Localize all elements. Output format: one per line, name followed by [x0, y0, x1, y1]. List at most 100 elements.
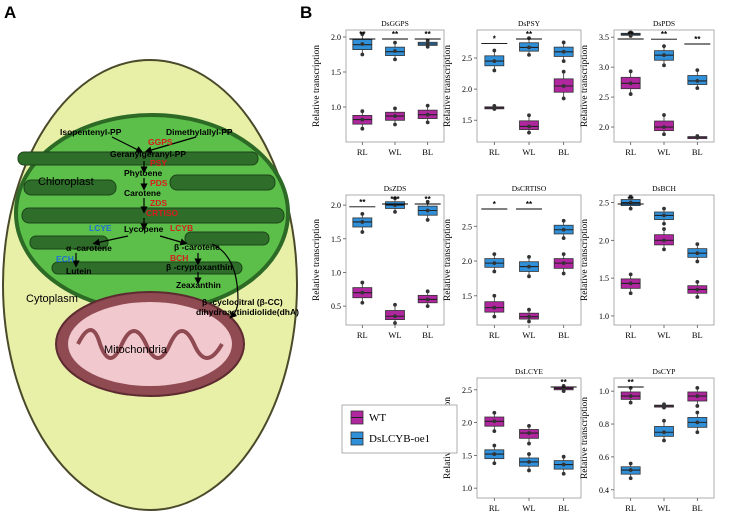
- data-point: [360, 52, 365, 57]
- significance-label: **: [661, 30, 668, 39]
- crtiso-label: CRTISO: [146, 208, 179, 218]
- data-point: [695, 242, 700, 247]
- data-point: [527, 254, 531, 259]
- data-point: [628, 194, 633, 199]
- y-tick-label: 1.0: [331, 268, 341, 277]
- phytoene-label: Phytoene: [124, 168, 163, 178]
- data-point: [561, 84, 566, 88]
- data-point: [628, 92, 633, 96]
- data-point: [360, 42, 365, 46]
- y-tick-label: 1.5: [331, 68, 341, 77]
- significance-label: **: [359, 198, 366, 207]
- data-point: [492, 104, 497, 108]
- data-point: [527, 274, 531, 279]
- x-tick-label: RL: [489, 330, 500, 340]
- data-point: [393, 114, 397, 118]
- x-tick-label: RL: [625, 147, 636, 157]
- data-point: [425, 289, 430, 294]
- significance-label: **: [628, 378, 635, 387]
- cytoplasm-label: Cytoplasm: [26, 293, 78, 305]
- x-tick-label: WL: [657, 330, 670, 340]
- data-point: [561, 236, 566, 241]
- data-point: [628, 476, 633, 481]
- data-point: [527, 52, 531, 57]
- y-tick-label: 2.5: [599, 199, 609, 208]
- y-axis-label: Relative transcription: [312, 219, 322, 301]
- data-point: [393, 302, 397, 307]
- y-axis-label: Relative transcription: [580, 397, 590, 479]
- data-point: [695, 86, 700, 90]
- data-point: [492, 429, 497, 434]
- data-point: [492, 452, 497, 456]
- data-point: [492, 443, 497, 448]
- data-point: [492, 261, 497, 266]
- significance-label: **: [526, 200, 533, 209]
- y-tick-label: 1.5: [462, 451, 472, 460]
- x-tick-label: WL: [522, 503, 535, 513]
- data-point: [628, 69, 633, 74]
- data-point: [360, 220, 365, 224]
- data-point: [695, 79, 700, 83]
- y-axis-label: Relative transcription: [443, 219, 453, 301]
- data-point: [527, 130, 531, 135]
- chloroplast-label: Chloroplast: [38, 176, 94, 188]
- x-tick-label: BL: [692, 503, 703, 513]
- data-point: [527, 307, 531, 312]
- pathway-text: Isopentenyl-PP Dimethylallyl-PP GGPS Ger…: [56, 127, 299, 317]
- x-tick-label: RL: [489, 503, 500, 513]
- data-point: [561, 471, 566, 476]
- data-point: [662, 125, 666, 129]
- data-point: [492, 314, 497, 319]
- x-tick-label: RL: [625, 503, 636, 513]
- plot-title: DsGGPS: [381, 19, 409, 28]
- data-point: [492, 269, 497, 274]
- data-point: [360, 109, 365, 114]
- x-tick-label: BL: [558, 503, 569, 513]
- y-tick-label: 1.5: [462, 116, 472, 125]
- x-tick-label: WL: [388, 147, 401, 157]
- data-point: [695, 134, 700, 138]
- data-point: [628, 200, 633, 205]
- geranylgeranyl-label: Geranylgeranyl-PP: [110, 149, 186, 159]
- data-point: [527, 319, 531, 324]
- data-point: [561, 252, 566, 256]
- data-point: [662, 430, 666, 435]
- y-tick-label: 1.5: [331, 235, 341, 244]
- data-point: [561, 40, 566, 45]
- y-tick-label: 1.5: [599, 274, 609, 283]
- lycopene-label: Lycopene: [124, 224, 164, 234]
- data-point: [561, 386, 566, 391]
- psy-label: PSY: [150, 158, 167, 168]
- ech-label: ECH: [56, 254, 74, 264]
- beta-carotene-label: β -carotene: [174, 242, 220, 252]
- data-point: [527, 45, 531, 50]
- significance-label: **: [561, 378, 568, 387]
- bch-label: BCH: [170, 253, 188, 263]
- lcye-label: LCYE: [89, 223, 112, 233]
- data-point: [527, 431, 531, 435]
- y-axis-label: Relative transcription: [312, 45, 322, 127]
- y-tick-label: 1.0: [331, 103, 341, 112]
- data-point: [527, 314, 531, 319]
- y-tick-label: 2.0: [462, 257, 472, 266]
- significance-label: *: [493, 200, 497, 209]
- data-point: [393, 40, 397, 45]
- data-point: [425, 42, 430, 46]
- y-tick-label: 0.6: [599, 453, 609, 462]
- data-point: [561, 218, 566, 223]
- lutein-label: Lutein: [66, 266, 92, 276]
- data-point: [695, 251, 700, 256]
- plot-title: DsZDS: [384, 184, 407, 193]
- data-point: [628, 30, 633, 35]
- y-tick-label: 2.5: [462, 386, 472, 395]
- cell-diagram: Chloroplast Cytoplasm Mitochondria Isope…: [2, 59, 299, 511]
- lcyb-label: LCYB: [170, 223, 193, 233]
- data-point: [662, 63, 666, 68]
- significance-label: **: [425, 30, 432, 39]
- data-point: [695, 259, 700, 264]
- data-point: [492, 293, 497, 298]
- data-point: [527, 264, 531, 269]
- x-tick-label: RL: [625, 330, 636, 340]
- data-point: [527, 113, 531, 118]
